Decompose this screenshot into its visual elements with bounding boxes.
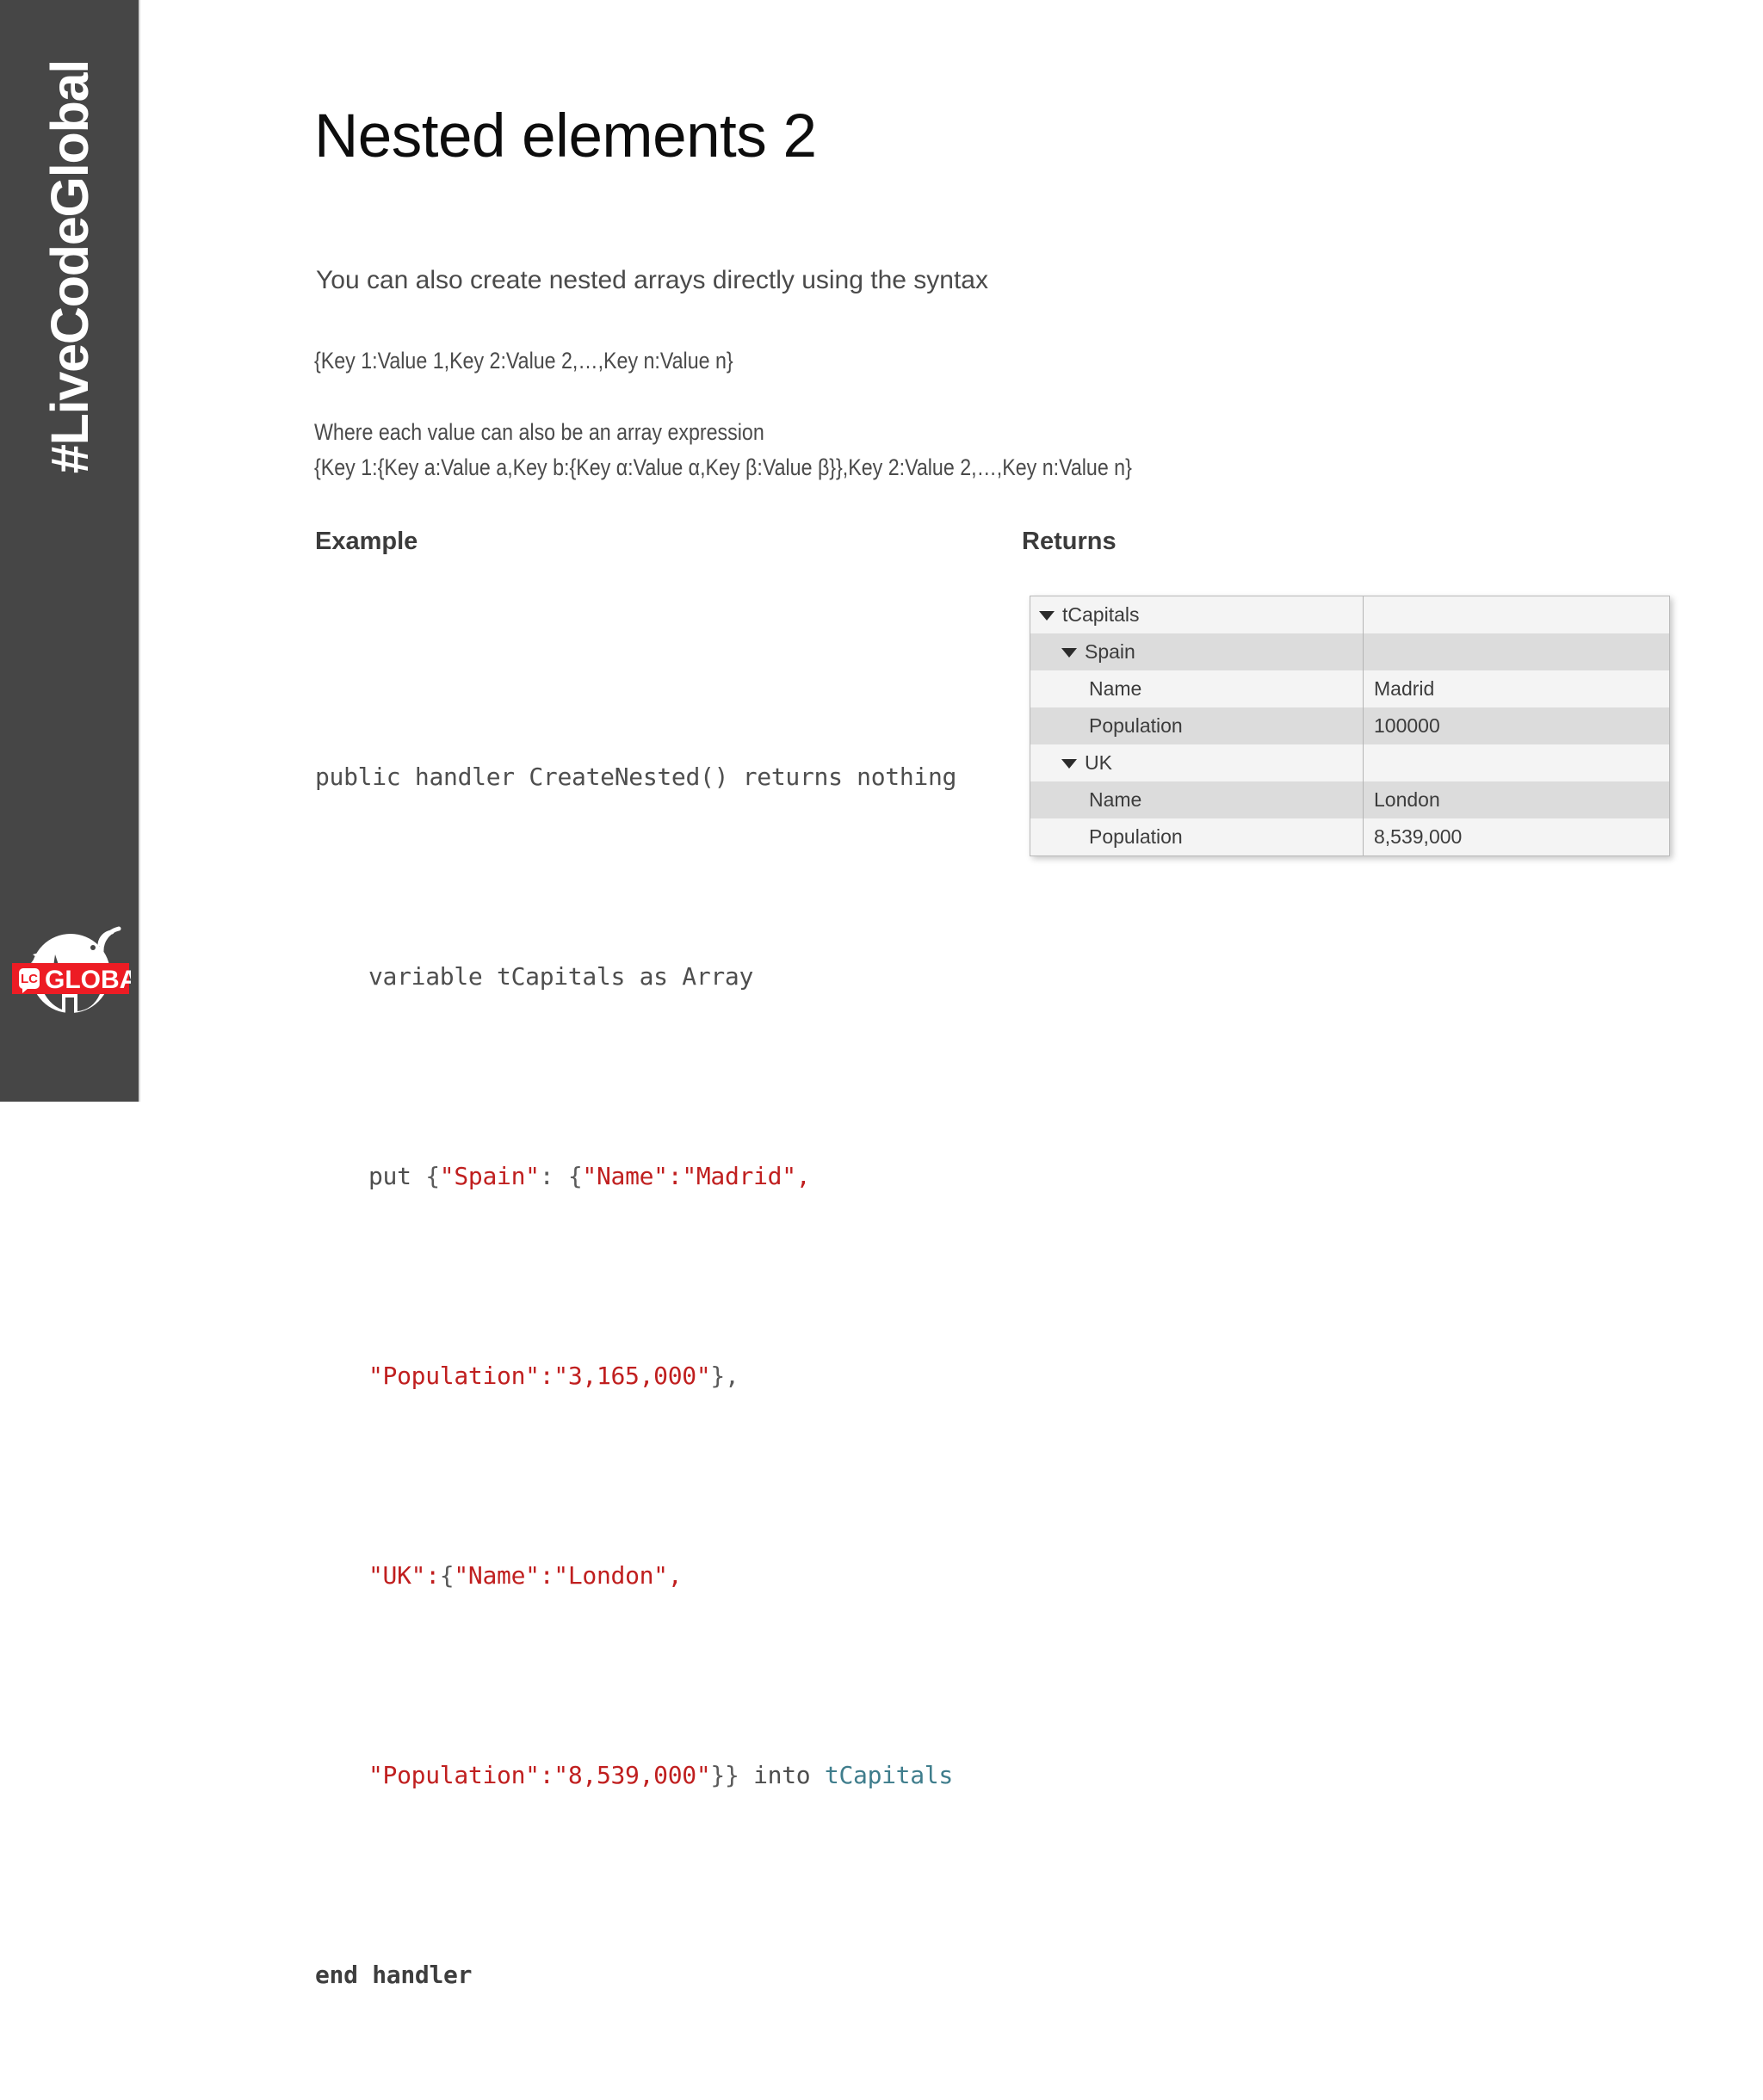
array-viewer-row[interactable]: tCapitals: [1030, 596, 1669, 633]
logo-wordmark: GLOBAL: [45, 966, 131, 994]
code-brace-open-3: {: [439, 1561, 455, 1590]
disclosure-triangle-down-icon[interactable]: [1061, 648, 1077, 658]
code-comma-2: ,: [667, 1561, 683, 1590]
array-viewer-key-cell: Population: [1030, 707, 1364, 744]
array-viewer-key-cell: tCapitals: [1030, 596, 1364, 633]
array-viewer-key-cell: UK: [1030, 744, 1364, 781]
code-colon-3: :: [539, 1362, 554, 1390]
code-line-spain-population: "Population":"3,165,000"},: [315, 1351, 956, 1401]
array-viewer-row[interactable]: Population 100000: [1030, 707, 1669, 744]
code-colon-1: :: [539, 1162, 568, 1190]
array-viewer-key-label: Population: [1089, 714, 1183, 737]
array-viewer-key-cell: Spain: [1030, 633, 1364, 670]
array-viewer-key-label: tCapitals: [1062, 603, 1140, 626]
array-viewer-value-cell: [1364, 596, 1669, 633]
livecode-global-logo: LC GLOBAL: [10, 915, 131, 1031]
intro-paragraph: You can also create nested arrays direct…: [316, 266, 988, 294]
code-var-tcapitals: tCapitals: [824, 1761, 953, 1789]
array-viewer-value-cell: London: [1374, 788, 1440, 811]
page-title: Nested elements 2: [314, 102, 817, 170]
code-text-variable-decl: variable tCapitals as Array: [368, 962, 754, 991]
code-text-handler-decl: public handler CreateNested() returns no…: [315, 763, 957, 791]
code-brace-close-2: }}: [710, 1761, 754, 1789]
code-kw-into: into: [753, 1761, 825, 1789]
syntax-basic-form: {Key 1:Value 1,Key 2:Value 2,…,Key n:Val…: [314, 348, 733, 374]
code-colon-5: :: [539, 1561, 554, 1590]
code-colon-2: :: [667, 1162, 683, 1190]
array-viewer-value-cell: Madrid: [1374, 677, 1435, 700]
code-str-population-value-1: "3,165,000": [554, 1362, 711, 1390]
returns-heading: Returns: [1022, 528, 1117, 555]
array-viewer-value-cell: 8,539,000: [1374, 825, 1463, 848]
array-viewer-row[interactable]: Spain: [1030, 633, 1669, 670]
code-line-uk: "UK":{"Name":"London",: [315, 1551, 956, 1601]
array-viewer-value-cell: [1364, 633, 1669, 670]
code-line-put-spain: put {"Spain": {"Name":"Madrid",: [315, 1152, 956, 1201]
example-heading: Example: [315, 528, 418, 555]
array-viewer-key-cell: Population: [1030, 818, 1364, 855]
slide-content: Nested elements 2 You can also create ne…: [140, 0, 1763, 1989]
array-viewer-key-label: Population: [1089, 825, 1183, 848]
array-viewer-key-cell: Name: [1030, 781, 1364, 818]
code-str-london: "London": [554, 1561, 668, 1590]
array-viewer-key-cell: Name: [1030, 670, 1364, 707]
code-line-uk-population: "Population":"8,539,000"}} into tCapital…: [315, 1751, 956, 1800]
syntax-nested-form: {Key 1:{Key a:Value a,Key b:{Key α:Value…: [314, 454, 1132, 480]
array-viewer-key-label: Name: [1089, 788, 1142, 811]
code-str-population-1: "Population": [368, 1362, 540, 1390]
code-str-population-value-2: "8,539,000": [554, 1761, 711, 1789]
code-str-population-2: "Population": [368, 1761, 540, 1789]
example-code-block: public handler CreateNested() returns no…: [315, 602, 956, 2100]
brand-hashtag-label: #LiveCodeGlobal: [40, 59, 100, 474]
array-viewer-row[interactable]: Population 8,539,000: [1030, 818, 1669, 855]
brand-sidebar: #LiveCodeGlobal: [0, 0, 140, 1102]
array-viewer-row[interactable]: UK: [1030, 744, 1669, 781]
slide-root: #LiveCodeGlobal: [0, 0, 1763, 1989]
code-kw-put: put: [368, 1162, 426, 1190]
code-str-madrid: "Madrid": [682, 1162, 796, 1190]
code-brace-close-1: },: [710, 1362, 739, 1390]
code-str-name-1: "Name": [582, 1162, 668, 1190]
code-colon-6: :: [539, 1761, 554, 1789]
disclosure-triangle-down-icon[interactable]: [1039, 611, 1055, 621]
array-viewer-key-label: Spain: [1085, 640, 1135, 663]
code-brace-open-2: {: [567, 1162, 583, 1190]
code-str-spain: "Spain": [439, 1162, 540, 1190]
array-viewer-row[interactable]: Name Madrid: [1030, 670, 1669, 707]
array-viewer-value-cell: [1364, 744, 1669, 781]
code-brace-open-1: {: [425, 1162, 440, 1190]
array-viewer-row[interactable]: Name London: [1030, 781, 1669, 818]
code-str-uk: "UK": [368, 1561, 426, 1590]
array-viewer-key-label: Name: [1089, 677, 1142, 700]
code-line-variable-decl: variable tCapitals as Array: [315, 952, 956, 1002]
code-line-handler-end: end handler: [315, 1950, 956, 2000]
disclosure-triangle-down-icon[interactable]: [1061, 759, 1077, 769]
code-line-handler-start: public handler CreateNested() returns no…: [315, 752, 956, 802]
array-viewer-value-cell: 100000: [1374, 714, 1440, 737]
code-colon-4: :: [425, 1561, 440, 1590]
brand-hashtag: #LiveCodeGlobal: [0, 0, 140, 534]
code-str-name-2: "Name": [454, 1561, 540, 1590]
svg-text:LC: LC: [21, 972, 38, 986]
logo-artwork: LC GLOBAL: [12, 926, 131, 1013]
code-text-handler-end: end handler: [315, 1961, 473, 1989]
array-viewer-key-label: UK: [1085, 751, 1112, 774]
code-comma-1: ,: [795, 1162, 811, 1190]
where-clause-text: Where each value can also be an array ex…: [314, 419, 764, 445]
